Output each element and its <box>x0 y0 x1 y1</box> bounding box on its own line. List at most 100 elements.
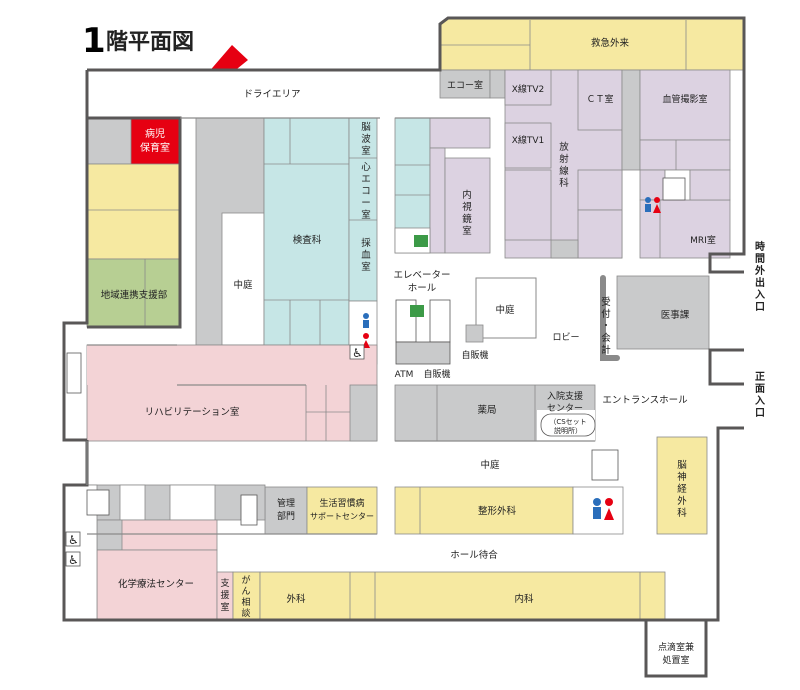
waiting-hall-label: ホール待合 <box>450 549 498 561</box>
svg-text:口: 口 <box>755 408 765 419</box>
elevator-hall-label-2: ホール <box>408 283 437 294</box>
night-entrance-label: 時 間 外 出 入 口 <box>754 240 765 313</box>
cancer-consult-label: が ん 相 談 <box>241 574 250 619</box>
xray-tv1-label: X線TV1 <box>512 134 545 146</box>
pediatric-care-label-1: 病児 <box>145 127 165 140</box>
lifestyle-label-2: サポートセンター <box>310 512 374 521</box>
vending1-label: 自販機 <box>461 349 488 361</box>
svg-text:受: 受 <box>601 296 611 308</box>
floor-number: 1 <box>82 21 106 61</box>
center-courtyard <box>465 277 537 343</box>
chemo-label: 化学療法センター <box>118 578 194 590</box>
svg-text:計: 計 <box>601 344 611 356</box>
svg-text:♿: ♿ <box>352 346 363 360</box>
svg-text:外: 外 <box>754 264 765 277</box>
svg-text:経: 経 <box>677 483 687 495</box>
iv-room-label-1: 点滴室兼 <box>658 641 694 653</box>
ct-label: ＣＴ室 <box>586 93 613 105</box>
svg-text:会: 会 <box>601 332 611 344</box>
restroom-icon <box>362 197 661 520</box>
svg-text:鏡: 鏡 <box>462 213 472 225</box>
svg-text:面: 面 <box>755 383 765 395</box>
svg-text:脳: 脳 <box>361 121 371 133</box>
svg-text:間: 間 <box>755 253 765 265</box>
svg-text:波: 波 <box>361 133 371 145</box>
support-room-label: 支 援 室 <box>220 577 229 613</box>
pharmacy-label: 薬局 <box>477 404 496 416</box>
regional-label: 地域連携支援部 <box>101 289 168 301</box>
svg-text:射: 射 <box>559 153 569 165</box>
svg-text:エ: エ <box>361 174 371 185</box>
svg-text:科: 科 <box>677 507 687 519</box>
svg-text:♿: ♿ <box>68 553 79 567</box>
svg-text:・: ・ <box>601 321 611 332</box>
svg-text:科: 科 <box>559 177 569 189</box>
lobby-label: ロビー <box>552 332 579 343</box>
xray-tv2-label: X線TV2 <box>512 83 545 95</box>
svg-text:支: 支 <box>220 577 229 589</box>
svg-text:線: 線 <box>559 165 569 177</box>
reception-counter <box>600 275 620 361</box>
management-label-2: 部門 <box>277 510 295 522</box>
lifestyle-label-1: 生活習慣病 <box>319 497 364 509</box>
svg-text:外: 外 <box>677 495 687 507</box>
admission-label-2: センター <box>547 403 583 414</box>
atm-label: ATM <box>395 370 414 380</box>
pediatric-care-label-2: 保育室 <box>140 141 170 154</box>
svg-text:付: 付 <box>601 309 611 320</box>
svg-text:室: 室 <box>462 225 472 237</box>
svg-text:正: 正 <box>755 371 765 383</box>
building-walls <box>62 16 746 678</box>
elevator-hall-label-1: エレベーター <box>393 270 450 281</box>
endoscopy-label: 内 視 鏡 室 <box>462 189 472 237</box>
elevator-icon <box>410 235 428 317</box>
rehab-label: リハビリテーション室 <box>145 406 240 418</box>
svg-text:口: 口 <box>755 302 765 313</box>
dry-area-label: ドライエリア <box>244 89 301 100</box>
svg-text:室: 室 <box>220 601 229 613</box>
svg-text:神: 神 <box>677 471 687 483</box>
courtyard-center-label: 中庭 <box>495 304 515 316</box>
medical-affairs-label: 医事課 <box>661 309 690 321</box>
floor-title-text: 階平面図 <box>106 30 194 55</box>
iv-room-label-2: 処置室 <box>662 654 689 666</box>
surgery-label: 外科 <box>286 593 306 605</box>
main-entrance-label: 正 面 入 口 <box>755 371 765 419</box>
svg-text:室: 室 <box>361 261 371 273</box>
svg-text:視: 視 <box>462 201 472 213</box>
svg-text:相: 相 <box>241 596 250 608</box>
svg-text:入: 入 <box>755 289 765 301</box>
emergency-label: 救急外来 <box>591 37 630 49</box>
eeg-label: 脳 波 室 <box>361 121 371 157</box>
echo-label: エコー室 <box>447 79 483 91</box>
svg-text:ー: ー <box>361 198 371 209</box>
blood-label: 採 血 室 <box>361 237 371 273</box>
radiology-label: 放 射 線 科 <box>559 141 569 189</box>
svg-text:血: 血 <box>361 249 371 261</box>
orthopedics-label: 整形外科 <box>478 505 517 517</box>
cs-set-label-2: 説明所） <box>554 426 582 435</box>
svg-text:入: 入 <box>755 395 765 407</box>
svg-text:脳: 脳 <box>677 459 687 471</box>
room-fills <box>63 17 745 621</box>
mri-label: MRI室 <box>690 234 716 246</box>
svg-text:室: 室 <box>361 145 371 157</box>
svg-text:室: 室 <box>361 209 371 221</box>
management-label-1: 管理 <box>277 497 295 509</box>
lab-label: 検査科 <box>293 234 322 246</box>
entrance-hall-label: エントランスホール <box>602 395 688 406</box>
stairs-icon <box>66 177 686 526</box>
wheelchair-icon: ♿ ♿ ♿ <box>65 344 365 567</box>
svg-text:放: 放 <box>559 141 569 153</box>
neurosurgery-label: 脳 神 経 外 科 <box>677 459 687 519</box>
angiography-label: 血管撮影室 <box>662 93 707 105</box>
floor-title: 1 階平面図 <box>82 21 194 61</box>
vending2-label: 自販機 <box>423 368 450 380</box>
svg-text:援: 援 <box>220 589 229 601</box>
ecg-label: 心 エ コ ー 室 <box>361 162 371 221</box>
svg-text:時: 時 <box>755 240 765 253</box>
svg-text:内: 内 <box>462 189 472 201</box>
svg-text:ん: ん <box>241 586 250 597</box>
courtyard-left-label: 中庭 <box>233 279 253 291</box>
